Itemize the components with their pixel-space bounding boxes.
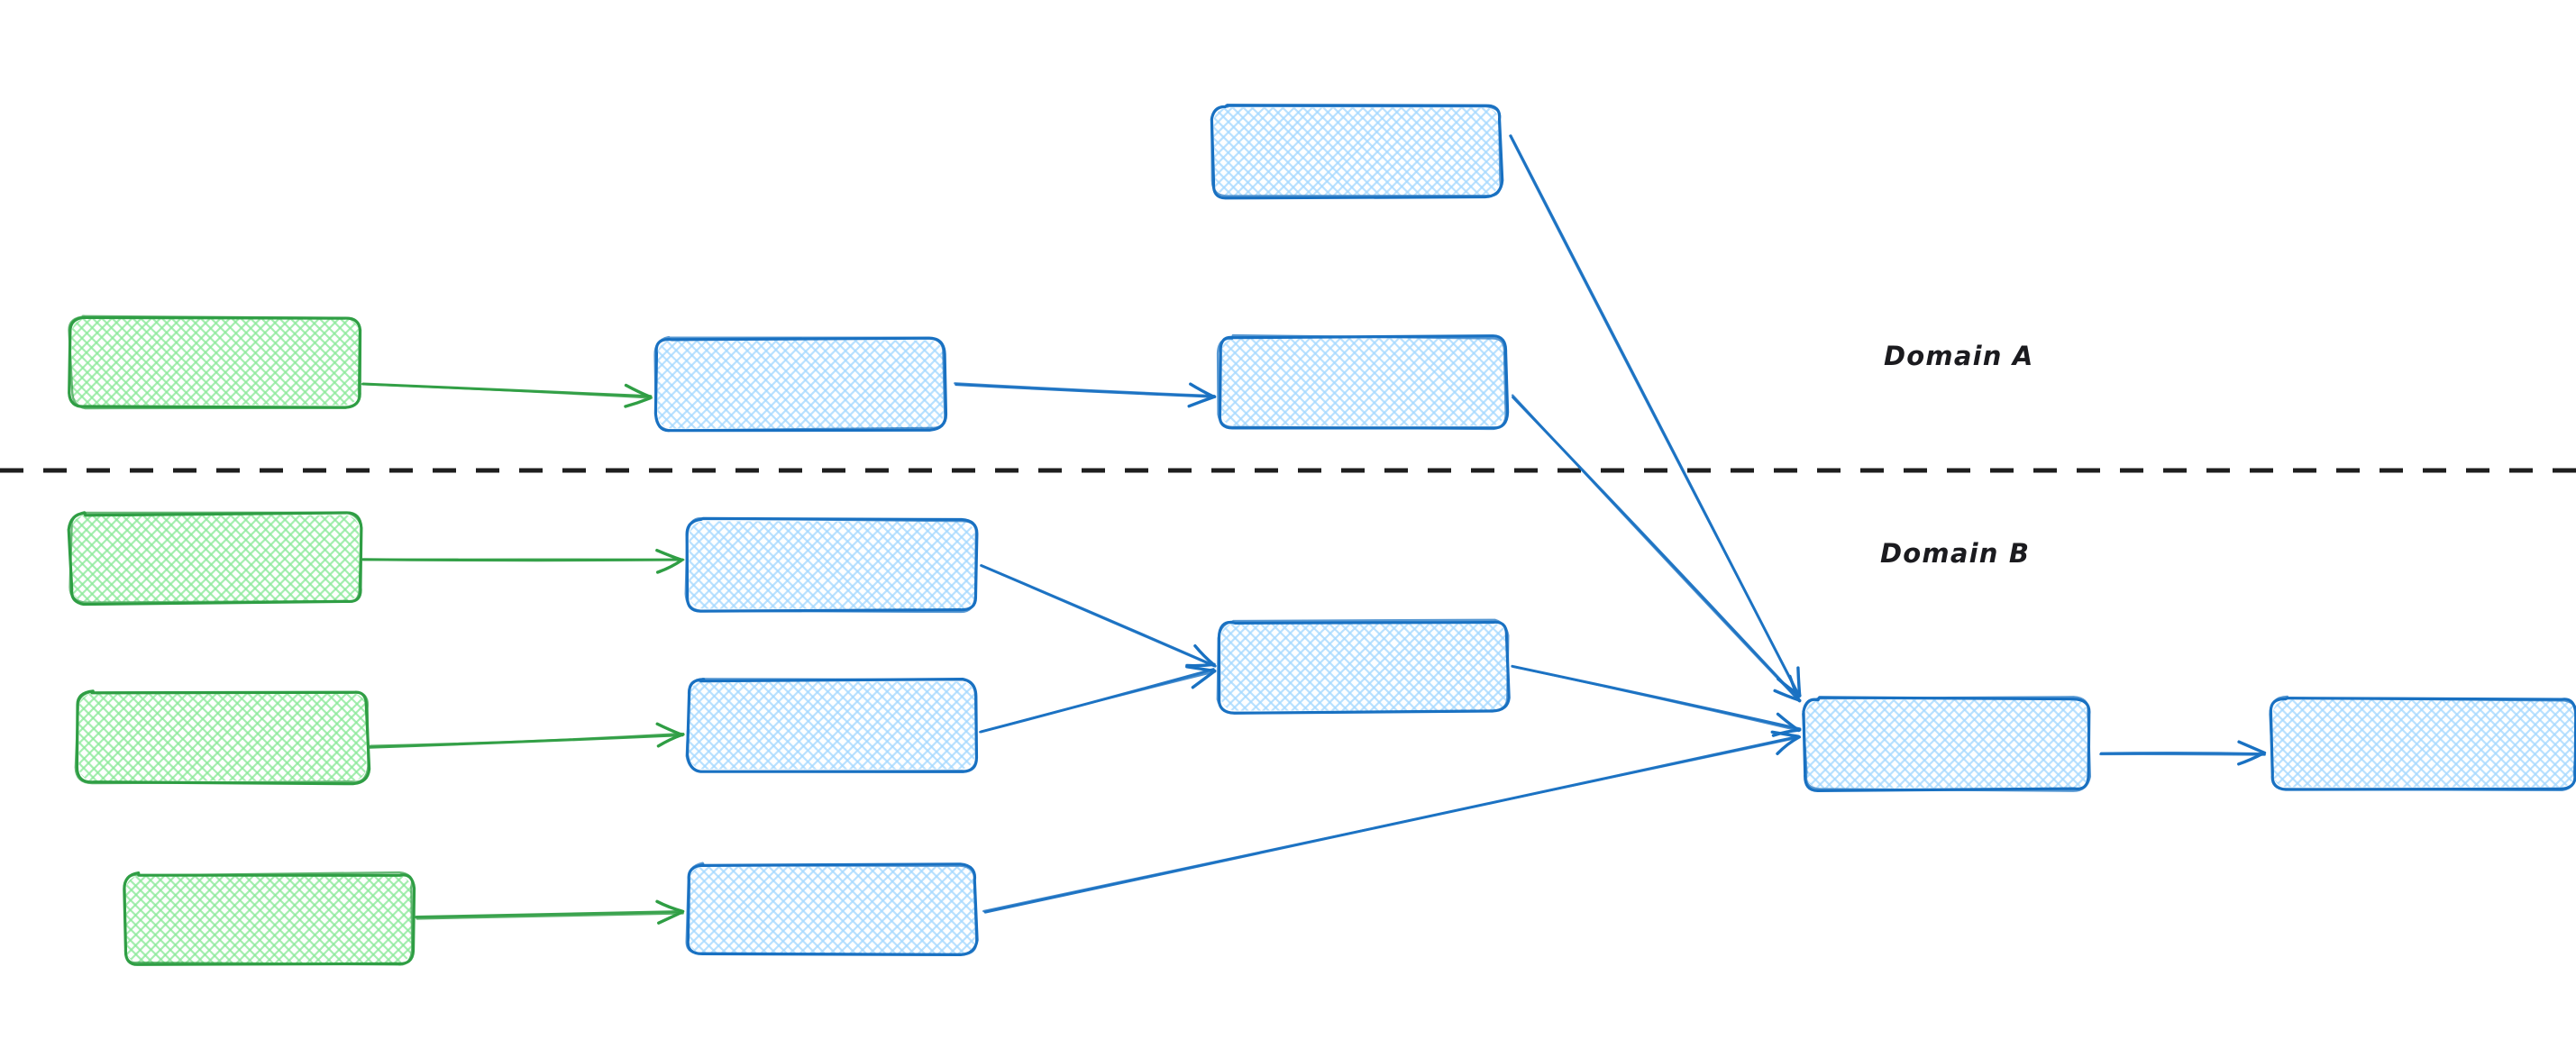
- node-hit-b-stage-1[interactable]: [688, 520, 976, 610]
- node-hit-b-source-3[interactable]: [124, 874, 413, 964]
- edge-e-b-merge-1-to-b-merge-2: [1511, 664, 1802, 737]
- node-hit-b-sink[interactable]: [2271, 698, 2576, 789]
- edge-e-a-top-to-b-merge-2: [1509, 134, 1802, 698]
- edge-e-a-source-1-to-a-stage-1: [361, 382, 653, 408]
- edge-e-b-stage-3-to-b-merge-2: [982, 730, 1801, 914]
- node-a-top-node[interactable]: [1085, 96, 1620, 205]
- node-a-stage-1[interactable]: [529, 329, 1064, 439]
- edge-e-a-stage-1-to-a-stage-2: [954, 382, 1217, 408]
- node-hit-a-top-node[interactable]: [1212, 106, 1501, 196]
- node-hit-b-merge-2[interactable]: [1804, 698, 2089, 789]
- label-domain-b: Domain B: [1880, 538, 2031, 569]
- node-hit-b-stage-2[interactable]: [688, 680, 976, 771]
- label-domain-a: Domain A: [1884, 341, 2034, 371]
- node-b-sink[interactable]: [2145, 689, 2576, 798]
- edge-e-b-source-3-to-b-stage-3: [415, 899, 685, 925]
- node-hit-b-source-2[interactable]: [78, 692, 368, 782]
- node-hit-b-stage-3[interactable]: [688, 865, 976, 955]
- node-hit-a-source-1[interactable]: [70, 317, 361, 406]
- node-hit-a-stage-1[interactable]: [656, 339, 945, 430]
- node-b-stage-2[interactable]: [562, 670, 1095, 780]
- node-hit-b-source-1[interactable]: [70, 514, 361, 603]
- node-hit-b-merge-1[interactable]: [1219, 622, 1508, 712]
- node-b-stage-1[interactable]: [562, 510, 1094, 619]
- node-hit-a-stage-2[interactable]: [1219, 337, 1506, 427]
- node-a-stage-2[interactable]: [1093, 327, 1626, 436]
- edge-e-a-stage-2-to-b-merge-2: [1511, 394, 1802, 703]
- edge-e-b-source-2-to-b-stage-2: [368, 722, 685, 749]
- edge-e-b-merge-2-to-b-sink: [2099, 740, 2267, 766]
- node-b-source-3[interactable]: [0, 864, 531, 973]
- edge-e-b-source-1-to-b-stage-1: [361, 548, 685, 574]
- node-b-stage-3[interactable]: [561, 855, 1094, 964]
- edge-e-b-stage-2-to-b-merge-1: [978, 665, 1217, 734]
- node-b-source-2[interactable]: [0, 682, 483, 791]
- node-b-source-1[interactable]: [0, 504, 477, 612]
- edge-e-b-stage-1-to-b-merge-1: [980, 564, 1217, 668]
- node-b-merge-1[interactable]: [1093, 612, 1626, 721]
